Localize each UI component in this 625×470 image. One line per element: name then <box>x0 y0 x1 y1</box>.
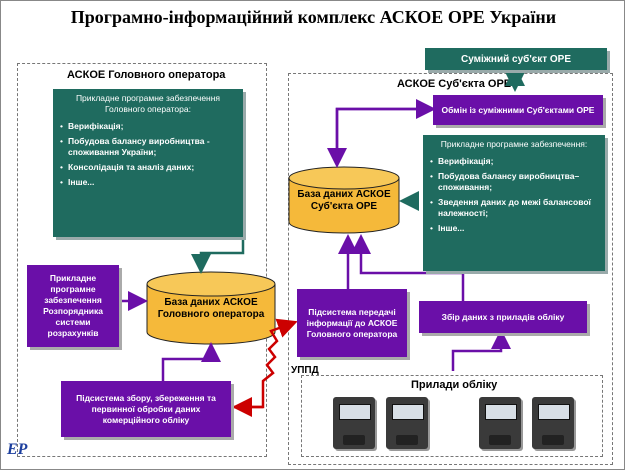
main-software-list: Верифікація; Побудова балансу виробництв… <box>59 121 237 188</box>
subject-database-label: База даних АСКОЕ Суб'єкта ОРЕ <box>297 189 391 212</box>
meter-icon <box>386 397 428 449</box>
collection-subsystem-box: Підсистема збору, збереження та первинно… <box>61 381 231 437</box>
diagram-title: Програмно-інформаційний комплекс АСКОЕ О… <box>70 7 557 27</box>
distributor-software-box: Прикладне програмне забезпечення Розпоря… <box>27 265 119 347</box>
list-item: Верифікація; <box>60 121 237 132</box>
meter-icon <box>532 397 574 449</box>
subject-software-box: Прикладне програмне забезпечення: Верифі… <box>423 135 605 271</box>
meter-icon <box>479 397 521 449</box>
list-item: Побудова балансу виробництва - споживанн… <box>60 136 237 158</box>
main-software-to-db-arrow <box>191 238 245 274</box>
collection-to-subject-db-arrow <box>351 234 465 301</box>
uppd-label: УППД <box>291 365 319 376</box>
list-item: Інше... <box>430 223 599 234</box>
transfer-subsystem-box: Підсистема передачі інформації до АСКОЕ … <box>297 289 407 357</box>
list-item: Інше... <box>60 177 237 188</box>
list-item: Зведення даних до межі балансової належн… <box>430 197 599 219</box>
adjacent-subject-box: Суміжний суб'єкт ОРЕ <box>425 48 607 70</box>
uppd-link <box>233 318 298 409</box>
main-operator-zone-label: АСКОЕ Головного оператора <box>67 69 226 81</box>
list-item: Побудова балансу виробництва–споживання; <box>430 171 599 193</box>
main-operator-zone <box>17 63 267 457</box>
main-database-label: База даних АСКОЕ Головного оператора <box>157 297 265 320</box>
main-operator-software-box: Прикладне програмне забезпечення Головно… <box>53 89 243 237</box>
subject-software-list: Верифікація; Побудова балансу виробництв… <box>429 156 599 234</box>
subject-db-to-exchange-arrow <box>335 99 436 163</box>
exchange-to-subject-db-arrow <box>327 107 435 168</box>
meter-icon <box>333 397 375 449</box>
main-software-header: Прикладне програмне забезпечення Головно… <box>75 93 221 114</box>
meters-to-collection-arrow <box>451 329 511 371</box>
ep-logo: EP <box>7 441 28 458</box>
list-item: Верифікація; <box>430 156 599 167</box>
list-item: Консолідація та аналіз даних; <box>60 162 237 173</box>
meter-data-collection-box: Збір даних з приладів обліку <box>419 301 587 333</box>
subject-database-cylinder <box>288 166 400 234</box>
subject-zone-label: АСКОЕ Суб'єкта ОРЕ <box>397 78 512 90</box>
subject-software-header: Прикладне програмне забезпечення: <box>440 139 588 149</box>
meters-label: Прилади обліку <box>411 379 498 391</box>
meters-zone <box>301 375 603 457</box>
exchange-box: Обмін із суміжними Суб'єктами ОРЕ <box>433 95 603 125</box>
subject-zone <box>288 73 613 465</box>
collection-to-main-db-arrow <box>161 342 221 381</box>
